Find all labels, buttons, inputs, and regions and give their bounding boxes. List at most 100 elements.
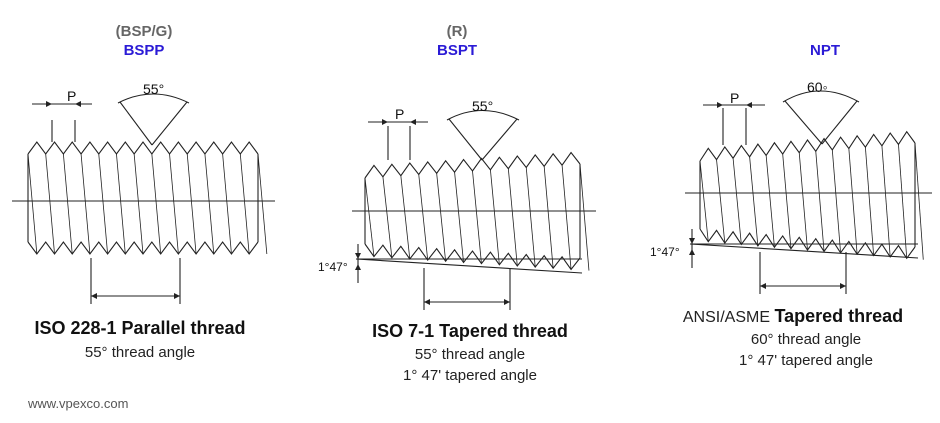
angle-flank-right xyxy=(151,101,188,146)
thread-flank xyxy=(732,158,742,245)
thread-flank xyxy=(257,153,268,255)
thread-flank xyxy=(364,177,375,257)
bspp-pitch-label: P xyxy=(67,88,76,104)
bspp-angle-label: 55° xyxy=(143,81,164,97)
bspt-line2: 1° 47' tapered angle xyxy=(403,367,537,384)
thread-flank xyxy=(848,148,858,255)
bspt-diagram xyxy=(352,110,596,310)
thread-flank xyxy=(418,174,429,261)
bspt-name: BSPT xyxy=(436,42,478,59)
thread-flank xyxy=(699,160,709,242)
bspt-alias: (R) xyxy=(446,23,468,40)
thread-flank xyxy=(222,153,232,255)
angle-flank-left xyxy=(448,118,483,161)
thread-flank xyxy=(186,153,197,255)
thread-flank xyxy=(454,172,464,263)
taper-line xyxy=(355,258,583,274)
npt-title-prefix: ANSI/ASME xyxy=(682,309,770,326)
thread-flank xyxy=(782,154,792,249)
thread-flank xyxy=(400,175,411,259)
thread-flank xyxy=(716,159,726,244)
npt-angle-label: 60◦ xyxy=(807,79,828,95)
thread-flank xyxy=(765,155,775,248)
npt-line1-num: 60° xyxy=(750,331,774,348)
thread-flank xyxy=(80,153,91,255)
angle-flank-right xyxy=(821,100,858,145)
thread-flank xyxy=(169,153,179,255)
pitch-arrow-left xyxy=(46,101,52,107)
thread-flank xyxy=(525,167,536,268)
bspt-title: ISO 7-1 Tapered thread xyxy=(372,321,568,341)
bspt-angle-label: 55° xyxy=(472,98,493,114)
angle-arc xyxy=(782,90,860,103)
length-arrow-left xyxy=(91,293,97,299)
thread-flank xyxy=(579,163,590,271)
taper-arrow-top xyxy=(689,238,695,244)
pitch-arrow-right xyxy=(746,102,752,108)
npt-diagram xyxy=(685,90,932,294)
thread-flank xyxy=(472,170,482,264)
npt-title-row: ANSI/ASME Tapered thread xyxy=(683,306,903,327)
thread-flank xyxy=(382,176,393,258)
thread-profile-top xyxy=(27,141,259,155)
thread-flank xyxy=(914,142,924,260)
length-arrow-right xyxy=(504,299,510,305)
taper-arrow-bottom xyxy=(355,264,361,270)
bspp-diagram xyxy=(12,93,275,304)
thread-flank xyxy=(27,153,38,255)
length-arrow-right xyxy=(840,283,846,289)
angle-flank-left xyxy=(119,101,153,146)
angle-arc xyxy=(117,93,190,104)
thread-profile-bottom xyxy=(364,243,581,271)
thread-flank xyxy=(898,144,908,259)
bspt-line1: 55° thread angle xyxy=(414,346,526,363)
thread-flank xyxy=(864,147,875,256)
watermark: www.vpexco.com xyxy=(28,396,129,411)
bspt-pitch-label: P xyxy=(395,106,404,122)
angle-flank-right xyxy=(481,118,518,161)
angle-flank-left xyxy=(784,100,823,145)
pitch-arrow-right xyxy=(410,119,416,125)
thread-flank xyxy=(831,149,841,253)
bspp-name: BSPP xyxy=(123,42,165,59)
npt-pitch-label: P xyxy=(730,90,739,106)
taper-arrow-bottom xyxy=(689,249,695,255)
thread-flank xyxy=(749,156,759,246)
pitch-arrow-right xyxy=(75,101,81,107)
pitch-arrow-left xyxy=(382,119,388,125)
npt-name: NPT xyxy=(810,42,840,59)
thread-flank xyxy=(561,165,572,270)
taper-arrow-top xyxy=(355,253,361,259)
length-arrow-left xyxy=(424,299,430,305)
taper-line xyxy=(689,243,919,259)
bspp-alias: (BSP/G) xyxy=(115,23,173,40)
npt-line1: 60° thread angle xyxy=(751,331,861,348)
npt-title: Tapered thread xyxy=(774,306,904,326)
thread-flank xyxy=(881,145,891,257)
thread-flank xyxy=(151,153,162,255)
bspp-title: ISO 228-1 Parallel thread xyxy=(34,318,246,338)
thread-flank xyxy=(204,153,215,255)
thread-flank xyxy=(490,169,500,265)
length-arrow-left xyxy=(760,283,766,289)
thread-flank xyxy=(62,153,73,255)
thread-flank xyxy=(815,151,825,252)
thread-profile-top xyxy=(699,130,916,162)
thread-flank xyxy=(133,153,144,255)
length-arrow-right xyxy=(174,293,180,299)
thread-flank xyxy=(543,166,554,269)
bspp-line1: 55° thread angle xyxy=(84,344,196,361)
thread-flank xyxy=(798,152,808,251)
angle-arc xyxy=(446,110,520,121)
thread-flank xyxy=(98,153,109,255)
npt-line1-text: thread angle xyxy=(777,331,862,348)
npt-taper-label: 1°47° xyxy=(650,245,680,259)
pitch-arrow-left xyxy=(717,102,723,108)
thread-flank xyxy=(507,168,518,266)
npt-line2: 1° 47' tapered angle xyxy=(739,352,873,369)
bspt-taper-label: 1°47° xyxy=(318,260,348,274)
thread-flank xyxy=(239,153,250,255)
thread-flank xyxy=(116,153,126,255)
thread-flank xyxy=(45,153,55,255)
